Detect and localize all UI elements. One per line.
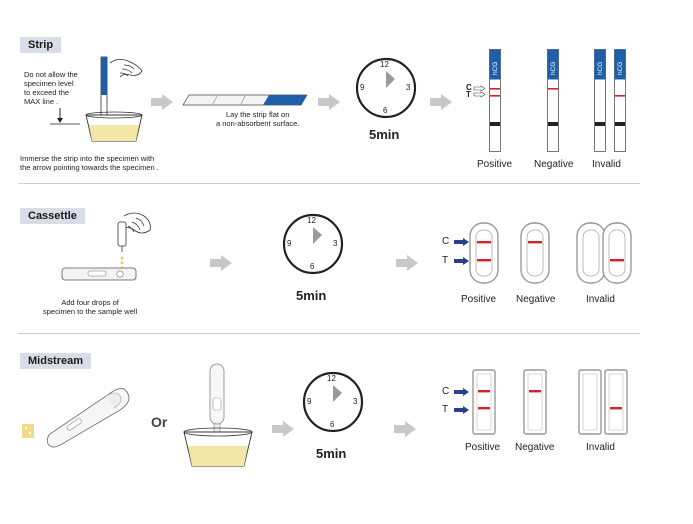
strip-flat-illustration	[182, 94, 308, 106]
control-line-label: C	[466, 83, 472, 92]
section-label-cassette: Cassettle	[20, 208, 85, 224]
result-label-invalid: Invalid	[592, 159, 621, 170]
step-arrow-icon	[394, 421, 416, 437]
strip-result-invalid-2: hCG	[614, 49, 626, 152]
clock-number-3: 3	[333, 239, 338, 248]
clock-number-6: 6	[310, 262, 315, 271]
note-specimen-level: Do not allow the specimen level to excee…	[24, 70, 78, 106]
midstream-result-positive	[472, 369, 496, 435]
result-label-negative: Negative	[516, 294, 556, 305]
step-arrow-icon	[318, 94, 340, 110]
clock-number-3: 3	[353, 397, 358, 406]
clock-number-12: 12	[327, 374, 336, 383]
note-lay-flat: Lay the strip flat on a non-absorbent su…	[216, 110, 300, 128]
wait-time-label: 5min	[296, 288, 327, 303]
result-label-invalid: Invalid	[586, 442, 615, 453]
clock-number-3: 3	[406, 83, 411, 92]
midstream-device-illustration	[22, 388, 130, 448]
test-line-label: T	[442, 404, 449, 415]
ct-pointer-arrows	[473, 85, 486, 98]
clock-number-12: 12	[380, 60, 389, 69]
note-immerse-strip: Immerse the strip into the specimen with…	[20, 154, 159, 172]
clock-number-9: 9	[287, 239, 292, 248]
result-label-positive: Positive	[477, 159, 513, 170]
step-arrow-icon	[396, 255, 418, 271]
midstream-result-negative	[523, 369, 547, 435]
note-add-drops: Add four drops of specimen to the sample…	[43, 298, 138, 316]
result-label-positive: Positive	[465, 442, 501, 453]
svg-text:hCG: hCG	[597, 62, 604, 75]
midstream-cup-illustration	[183, 363, 253, 467]
timer-clock-icon	[282, 213, 344, 275]
strip-result-negative: hCG	[547, 49, 559, 152]
step-arrow-icon	[272, 421, 294, 437]
clock-number-9: 9	[307, 397, 312, 406]
clock-number-6: 6	[383, 106, 388, 115]
midstream-result-invalid-2	[604, 369, 628, 435]
test-line-label: T	[466, 90, 471, 99]
section-label-midstream: Midstream	[20, 353, 92, 369]
result-label-positive: Positive	[461, 294, 497, 305]
control-line-label: C	[442, 236, 450, 247]
section-label-strip: Strip	[20, 37, 62, 53]
strip-result-positive: hCG	[489, 49, 501, 152]
t-pointer-arrow-icon	[454, 257, 469, 265]
step-arrow-icon	[151, 94, 173, 110]
c-pointer-arrow-icon	[454, 388, 469, 396]
clock-number-6: 6	[330, 420, 335, 429]
step-arrow-icon	[430, 94, 452, 110]
cassette-result-invalid-2	[602, 222, 632, 284]
cassette-dropper-illustration	[61, 212, 151, 281]
clock-number-9: 9	[360, 83, 365, 92]
step-arrow-icon	[210, 255, 232, 271]
control-line-label: C	[442, 386, 450, 397]
cassette-result-negative	[520, 222, 550, 284]
strip-result-invalid-1: hCG	[594, 49, 606, 152]
strip-dipping-illustration	[85, 56, 143, 142]
cassette-result-positive	[469, 222, 499, 284]
t-pointer-arrow-icon	[454, 406, 469, 414]
section-divider	[18, 183, 640, 184]
section-divider	[18, 333, 640, 334]
wait-time-label: 5min	[369, 127, 400, 142]
result-label-invalid: Invalid	[586, 294, 615, 305]
midstream-result-invalid-1	[578, 369, 602, 435]
result-label-negative: Negative	[534, 159, 574, 170]
clock-number-12: 12	[307, 216, 316, 225]
or-label: Or	[151, 414, 168, 430]
cassette-result-invalid-1	[576, 222, 606, 284]
test-line-label: T	[442, 255, 449, 266]
max-line-arrow	[50, 108, 80, 125]
c-pointer-arrow-icon	[454, 238, 469, 246]
wait-time-label: 5min	[316, 446, 347, 461]
timer-clock-icon	[355, 57, 417, 119]
svg-text:hCG: hCG	[492, 62, 499, 75]
result-label-negative: Negative	[515, 442, 555, 453]
svg-text:hCG: hCG	[617, 62, 624, 75]
timer-clock-icon	[302, 371, 364, 433]
svg-text:hCG: hCG	[550, 62, 557, 75]
